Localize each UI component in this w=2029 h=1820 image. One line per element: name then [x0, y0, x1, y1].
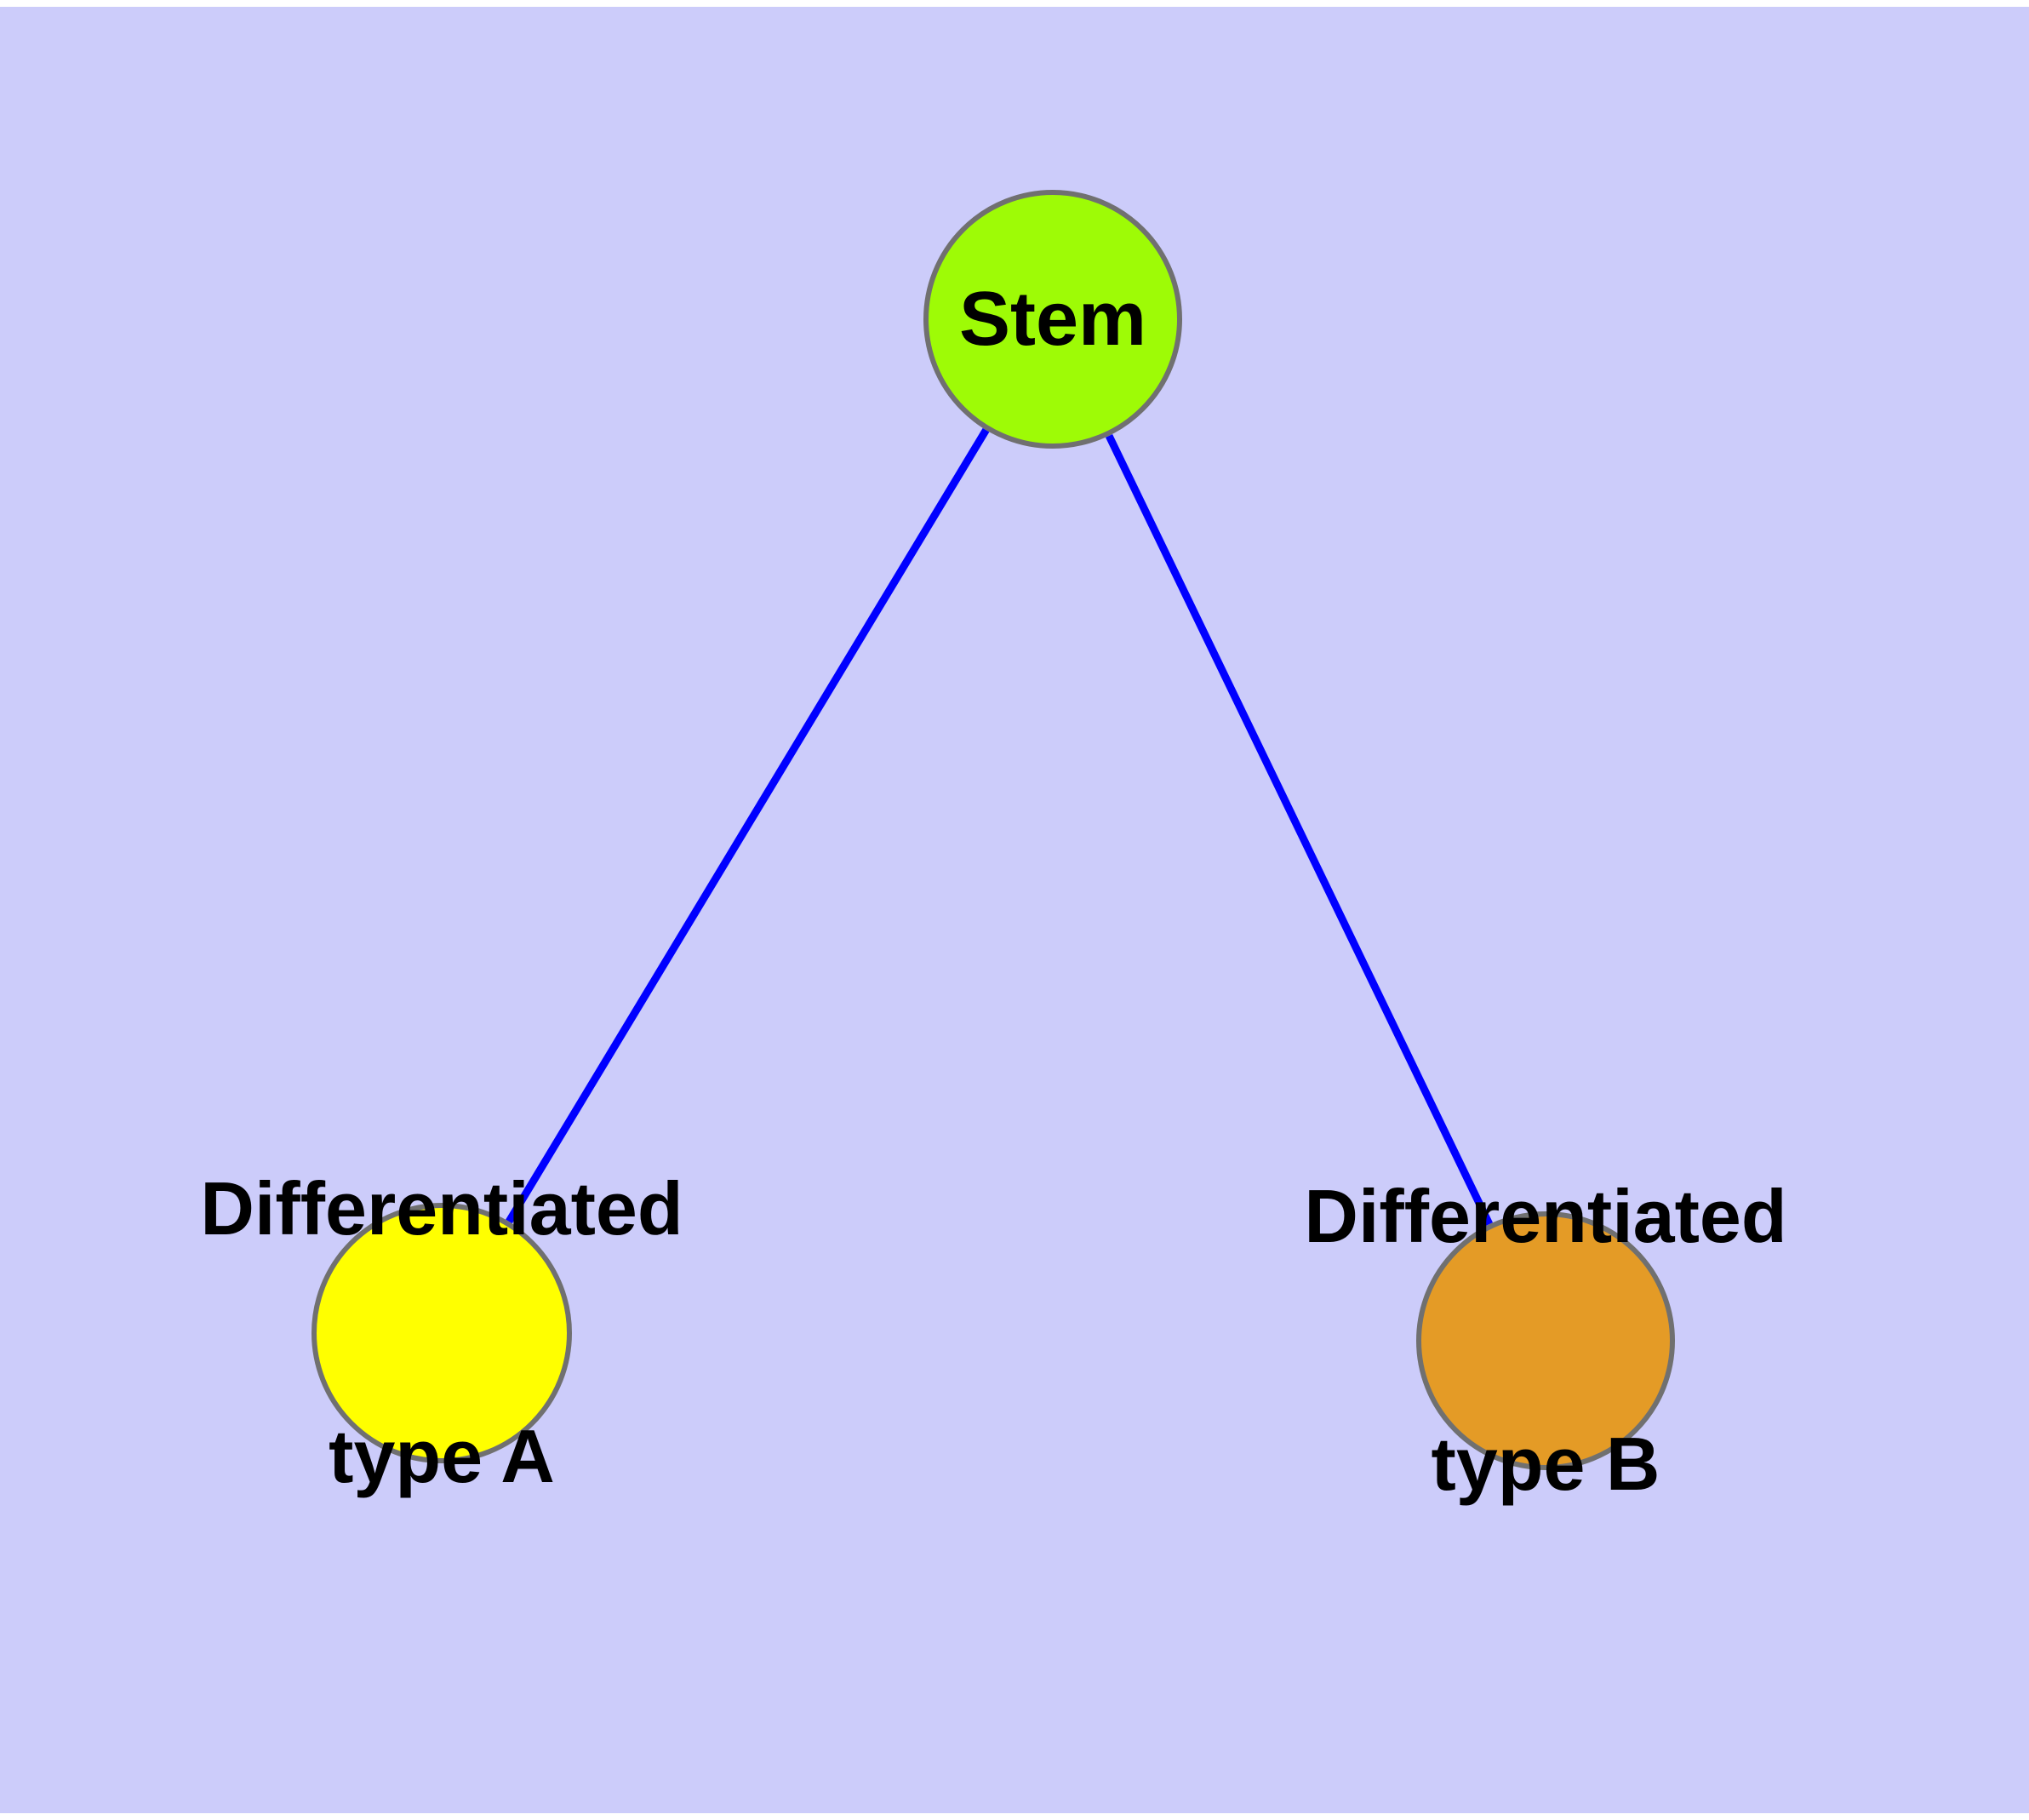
node-layer	[311, 190, 1675, 1470]
edge-layer	[506, 427, 1493, 1227]
node-differentiated-type-b[interactable]	[1416, 1211, 1675, 1470]
edge-stem-to-diff-b	[1106, 433, 1493, 1227]
node-differentiated-type-a[interactable]	[311, 1203, 572, 1463]
node-stem[interactable]	[923, 190, 1182, 449]
edge-stem-to-diff-a	[506, 427, 990, 1224]
